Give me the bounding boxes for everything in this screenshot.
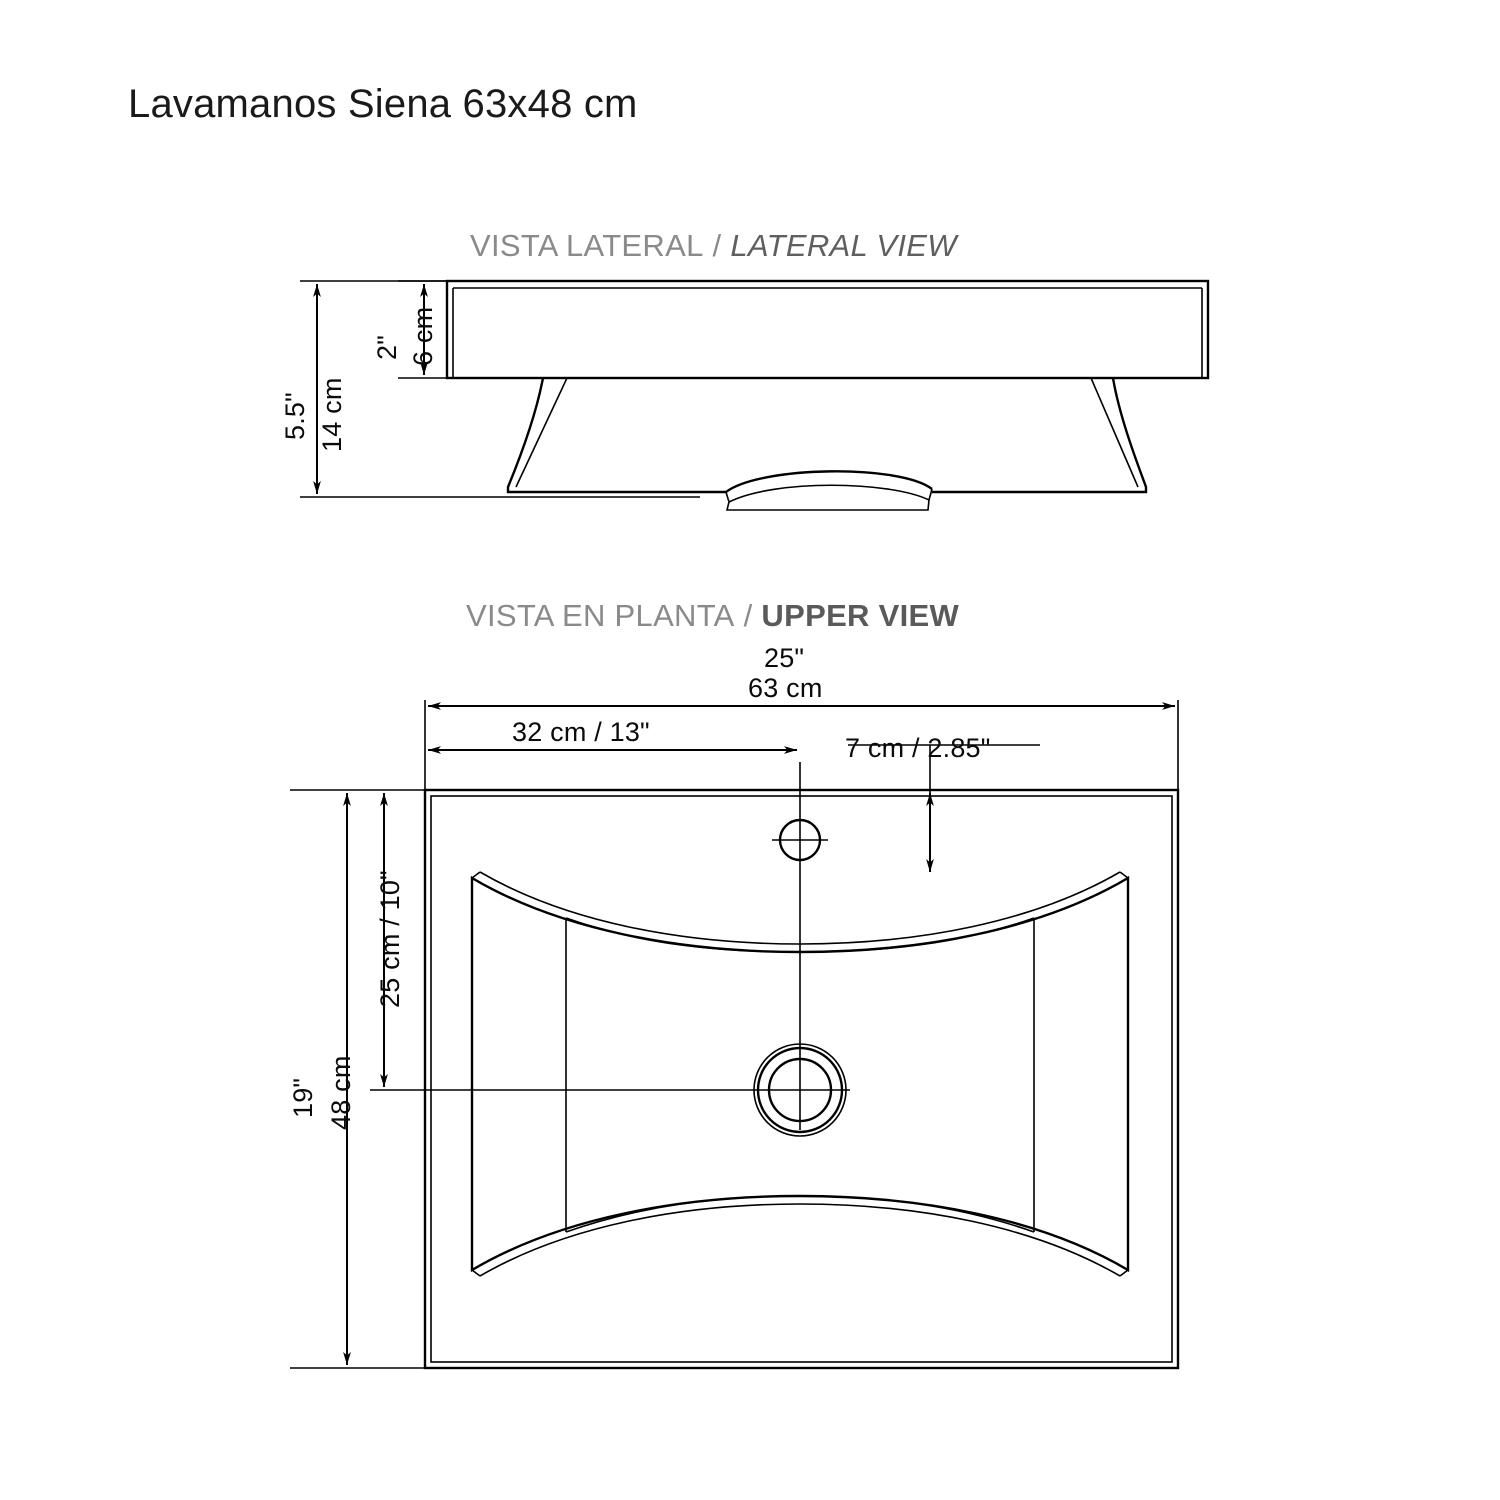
upper-rim-cap-br [1119,1269,1129,1277]
upper-depth-inches-label: 19" [288,1077,318,1118]
upper-view-geometry [370,762,1180,1370]
lateral-dome-left-edge [725,491,730,503]
upper-view-heading-en: UPPER VIEW [761,598,960,633]
lateral-basin-right-wall [932,377,1148,494]
lateral-basin-left-wall [506,377,726,494]
lateral-basin-right-inner [1090,377,1139,488]
lateral-view-heading-es: VISTA LATERAL [470,228,704,263]
upper-drain-offset-label: 25 cm / 10" [375,870,405,1008]
upper-bowl-bottom-right-blend [799,1195,1035,1233]
lateral-view-dimensions [300,280,700,498]
upper-backset-label: 7 cm / 2.85" [845,733,991,763]
upper-view-heading-separator: / [743,598,753,633]
upper-countertop-outline [423,788,1180,1370]
lateral-basin-dome-outer [725,470,933,493]
lateral-view-heading-en: LATERAL VIEW [730,228,957,263]
lateral-rim-height-cm-label: 6 cm [408,306,438,366]
lateral-basin-left-inner [515,377,568,488]
page-title: Lavamanos Siena 63x48 cm [128,82,638,126]
lateral-view-geometry [445,279,1210,511]
lateral-dome-base [725,499,930,511]
upper-bowl-bottom-left-blend [565,1195,801,1233]
lateral-top-slab [445,279,1210,380]
upper-view-heading: VISTA EN PLANTA / UPPER VIEW [466,598,959,634]
lateral-total-height-cm-label: 14 cm [317,377,347,452]
lateral-rim-height-inches-label: 2" [372,334,402,360]
lateral-dome-right-edge [928,488,933,501]
upper-depth-cm-label: 48 cm [326,1055,356,1130]
lateral-total-height-inches-label: 5.5" [280,392,310,440]
upper-rim-cap-tr [1119,871,1129,879]
upper-view-heading-es: VISTA EN PLANTA [466,598,735,633]
upper-rim-cap-bl [471,1269,481,1277]
upper-width-cm-label: 63 cm [748,673,823,703]
upper-rim-cap-tl [471,871,481,879]
upper-bowl-top-left-blend [565,917,801,953]
upper-basin-rim-bottom-inner [479,1203,1121,1277]
upper-faucet-offset-label: 32 cm / 13" [512,717,650,747]
upper-width-inches-label: 25" [764,643,805,673]
lateral-view-heading: VISTA LATERAL / LATERAL VIEW [470,228,957,264]
lateral-view-heading-separator: / [712,228,722,263]
upper-countertop-inner-reveal [430,795,1173,1363]
lateral-basin-dome-inner [728,484,930,503]
upper-view-dimensions [290,700,1179,1369]
upper-bowl-top-right-blend [799,917,1035,953]
